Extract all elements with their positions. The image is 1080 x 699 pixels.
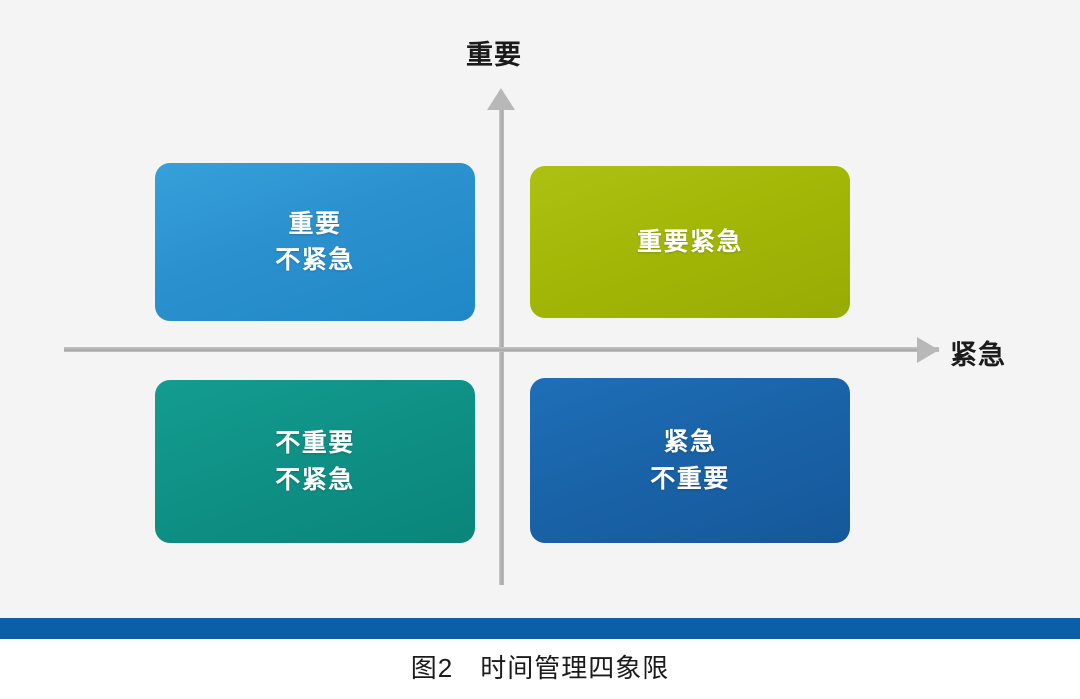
quadrant-label-line: 不重要 [650,464,730,493]
horizontal-axis-line [64,347,939,352]
figure-caption: 图2 时间管理四象限 [410,653,670,683]
diagram-canvas: 重要 紧急 重要 不紧急 重要紧急 不重要 不紧急 紧急 不重要 [0,0,1080,618]
right-arrow-icon [917,337,939,363]
vertical-axis-line [499,104,504,585]
quadrant-important-not-urgent[interactable]: 重要 不紧急 [155,163,484,321]
horizontal-axis-label: 紧急 [950,340,1006,370]
vertical-axis-label: 重要 [466,40,522,70]
quadrant-label-line: 不紧急 [275,465,355,494]
quadrant-label-line: 紧急 [663,428,717,457]
quadrant-label-line: 不重要 [275,429,355,458]
quadrant-urgent-not-important[interactable]: 紧急 不重要 [530,378,859,543]
quadrant-label-line: 重要 [288,209,342,238]
quadrant-not-important-not-urgent[interactable]: 不重要 不紧急 [155,380,484,543]
quadrant-label-line: 不紧急 [275,246,355,274]
up-arrow-icon [487,88,515,110]
quadrant-important-urgent[interactable]: 重要紧急 [530,166,859,318]
quadrant-label-line: 重要紧急 [636,227,743,256]
divider-bar [0,618,1080,639]
